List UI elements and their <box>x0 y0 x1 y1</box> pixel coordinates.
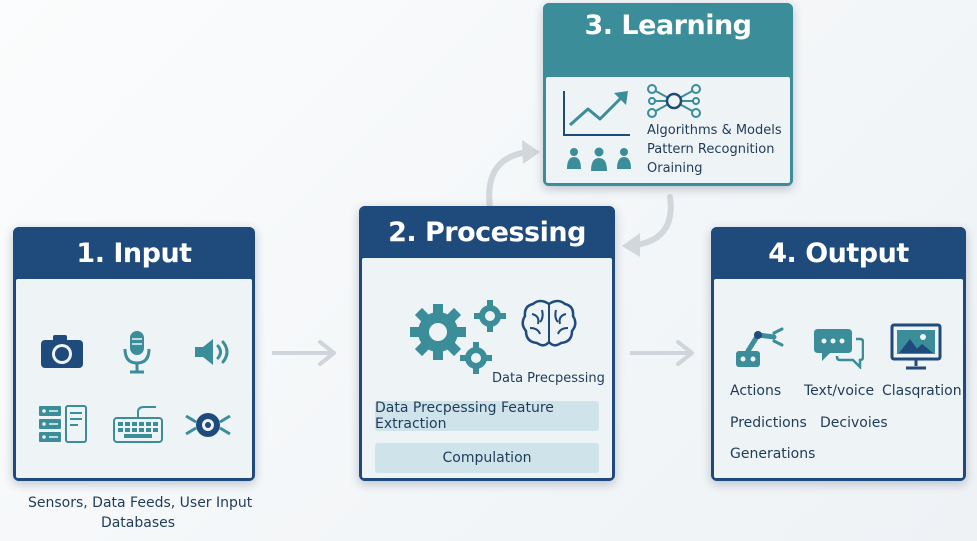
processing-pill-computation: Compulation <box>375 443 599 473</box>
trend-chart-icon <box>563 91 630 136</box>
output-item-text-voice: Text/voice <box>804 383 875 399</box>
input-card-title: 1. Input <box>13 227 255 279</box>
input-card-body <box>16 279 252 478</box>
learning-card-body: Algorithms & Models Pattern Recognition … <box>546 77 790 183</box>
output-item-classification: Clasqration <box>882 383 962 399</box>
learning-line-training: Oraining <box>647 161 703 176</box>
brain-icon <box>521 299 577 347</box>
input-card: 1. Input <box>13 227 255 481</box>
input-footer-line2: Databases <box>100 515 176 531</box>
processing-card-body: Data Precpessing Data Precpessing Featur… <box>362 258 612 478</box>
output-card-body: Actions Text/voice Clasqration Predictio… <box>714 279 963 478</box>
output-item-actions: Actions <box>730 383 782 399</box>
output-item-decisions: Decivoies <box>820 415 888 431</box>
microphone-icon <box>123 331 151 374</box>
output-card-title: 4. Output <box>711 227 966 279</box>
processing-caption: Data Precpessing <box>492 371 605 386</box>
network-icon <box>647 84 701 118</box>
output-item-predictions: Predictions <box>730 415 807 431</box>
learning-to-processing-arrow <box>622 194 674 257</box>
output-item-generations: Generations <box>730 446 816 462</box>
processing-pill-feature-extraction: Data Precpessing Feature Extraction <box>375 400 599 432</box>
learning-card: 3. Learning Algorithm <box>543 3 793 186</box>
robot-arm-icon <box>736 327 784 367</box>
learning-line-pattern: Pattern Recognition <box>647 142 775 157</box>
input-to-processing-arrow <box>272 340 336 366</box>
processing-to-learning-arrow <box>486 140 540 211</box>
speaker-icon <box>195 339 229 365</box>
sensor-icon <box>185 413 231 437</box>
chat-bubbles-icon <box>814 329 864 369</box>
output-card: 4. Output Actions Text/voice Clasqra <box>711 227 966 481</box>
keyboard-icon <box>113 406 163 443</box>
server-rack-icon <box>39 405 87 443</box>
processing-to-output-arrow <box>630 340 694 366</box>
camera-icon <box>41 335 83 368</box>
monitor-image-icon <box>890 323 942 370</box>
input-footer-line1: Sensors, Data Feeds, User Input <box>28 495 253 511</box>
learning-line-algorithms: Algorithms & Models <box>647 123 782 138</box>
gears-icon <box>410 300 506 374</box>
people-icon <box>567 147 631 171</box>
processing-card-title: 2. Processing <box>359 206 615 258</box>
processing-card: 2. Processing <box>359 206 615 481</box>
learning-card-title: 3. Learning <box>543 3 793 77</box>
